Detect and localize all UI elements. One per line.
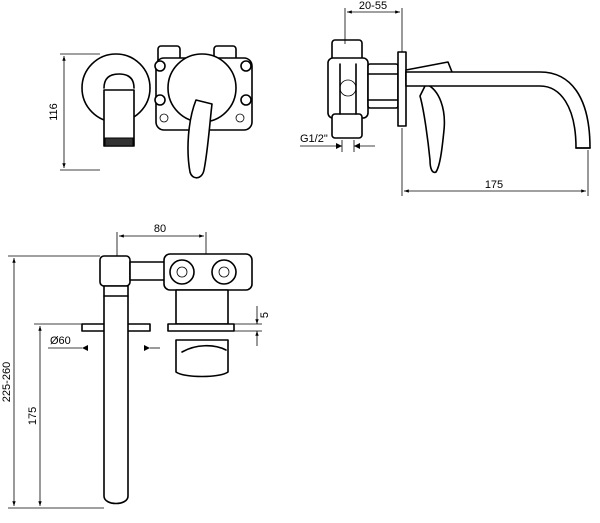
dim-116-label: 116 <box>48 103 60 121</box>
dim-g12-label: G1/2" <box>300 133 328 145</box>
side-lever <box>419 83 446 174</box>
plan-spout-hub <box>99 255 131 287</box>
spout-aerator <box>104 137 134 147</box>
front-lever <box>187 99 213 179</box>
dim-225-260-label: 225-260 <box>1 362 13 402</box>
dim-80-label: 80 <box>154 223 166 235</box>
dim-5-label: 5 <box>259 312 271 318</box>
side-wall-plate <box>397 51 407 127</box>
plan-spout <box>103 285 129 505</box>
dim-diameter-60-label: Ø60 <box>50 335 71 347</box>
plan-cartridge <box>175 289 229 325</box>
side-view: 20-55 G1/2" 175 <box>300 0 591 196</box>
dim-175-plan-label: 175 <box>27 407 39 425</box>
front-view: 116 <box>48 45 253 179</box>
side-mixer-body <box>327 57 369 119</box>
dim-20-55-label: 20-55 <box>359 0 387 12</box>
plan-wall-plate-mixer <box>167 323 235 332</box>
front-spout <box>103 89 135 147</box>
dim-175-side-label: 175 <box>485 179 503 191</box>
plan-view: 80 5 Ø60 225-260 <box>1 223 271 509</box>
